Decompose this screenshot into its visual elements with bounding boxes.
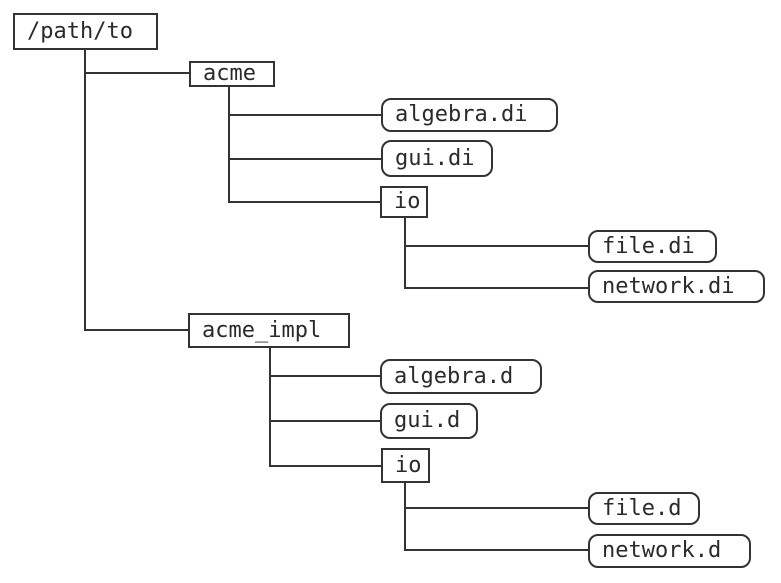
node-label: acme_impl (202, 317, 322, 343)
node-label: gui.di (395, 145, 475, 171)
tree-node-network-d: network.d (588, 534, 751, 568)
node-label: io (394, 189, 421, 214)
node-label: network.di (602, 273, 735, 299)
connector-line-io-acme-network-di (404, 287, 588, 289)
tree-node-gui-di: gui.di (381, 140, 493, 177)
tree-node-gui-d: gui.d (380, 403, 478, 439)
connector-line-io-acme-trunk (404, 218, 406, 289)
node-label: /path/to (27, 18, 133, 44)
tree-node-path-to: /path/to (13, 13, 158, 50)
connector-line-path-to-trunk (84, 50, 86, 331)
tree-node-algebra-di: algebra.di (381, 98, 558, 132)
tree-node-io-under-acme-impl: io (381, 448, 430, 483)
connector-line-path-to-acme (84, 72, 189, 74)
node-label: algebra.di (395, 102, 528, 127)
connector-line-io-acme-file-di (404, 245, 588, 247)
connector-line-acme-impl-gui-d (269, 420, 380, 422)
node-label: algebra.d (394, 363, 514, 389)
node-label: file.di (602, 233, 695, 259)
connector-line-io-acme-impl-trunk (404, 483, 406, 551)
node-label: file.d (602, 495, 682, 521)
connector-line-acme-impl-io-acme-impl (269, 465, 381, 467)
connector-line-acme-impl-trunk (269, 348, 271, 467)
connector-line-acme-io-acme (228, 201, 380, 203)
connector-line-acme-gui-di (228, 158, 381, 160)
tree-node-algebra-d: algebra.d (380, 359, 542, 394)
connector-line-io-acme-impl-file-d (404, 507, 588, 509)
node-label: gui.d (394, 408, 461, 433)
connector-line-acme-algebra-di (228, 114, 381, 116)
tree-node-acme: acme (189, 61, 275, 87)
tree-node-io-under-acme: io (380, 186, 428, 218)
node-label: acme (203, 61, 256, 86)
node-label: io (395, 452, 422, 478)
node-label: network.d (602, 538, 722, 563)
tree-node-file-d: file.d (588, 492, 700, 525)
connector-line-path-to-acme-impl (84, 329, 188, 331)
connector-line-io-acme-impl-network-d (404, 549, 588, 551)
tree-node-acme-impl: acme_impl (188, 313, 350, 348)
tree-node-network-di: network.di (588, 270, 765, 303)
tree-node-file-di: file.di (588, 230, 717, 263)
connector-line-acme-trunk (228, 87, 230, 203)
connector-line-acme-impl-algebra-d (269, 375, 380, 377)
